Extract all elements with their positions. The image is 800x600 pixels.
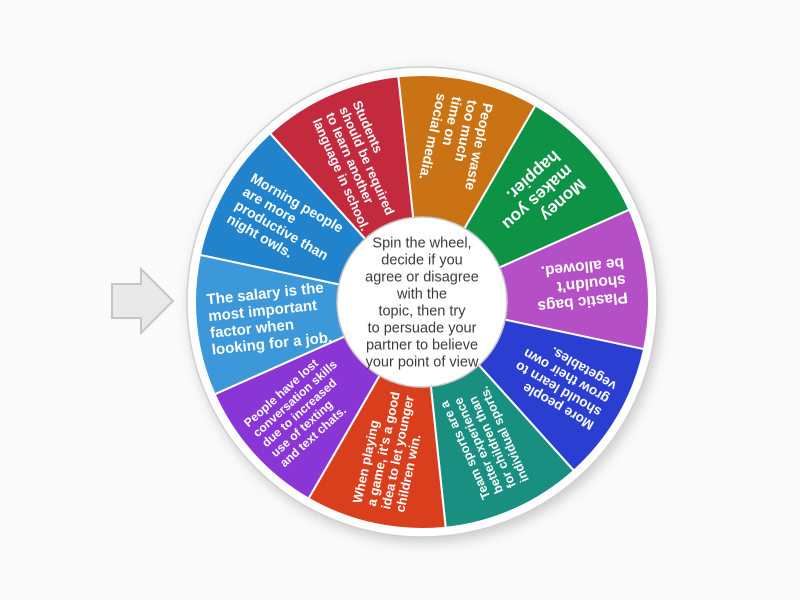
wheel-center[interactable] (336, 216, 508, 388)
wheel-segment-3[interactable] (421, 208, 650, 351)
wheel-segment-8[interactable] (193, 253, 423, 396)
pointer-arrow-icon (111, 266, 175, 336)
segment-label-group-1: People wastetoo muchtime onsocial media. (416, 92, 496, 192)
spinner-wheel[interactable]: People wastetoo muchtime onsocial media.… (186, 66, 658, 538)
segment-label: People wastetoo muchtime onsocial media. (416, 92, 496, 192)
